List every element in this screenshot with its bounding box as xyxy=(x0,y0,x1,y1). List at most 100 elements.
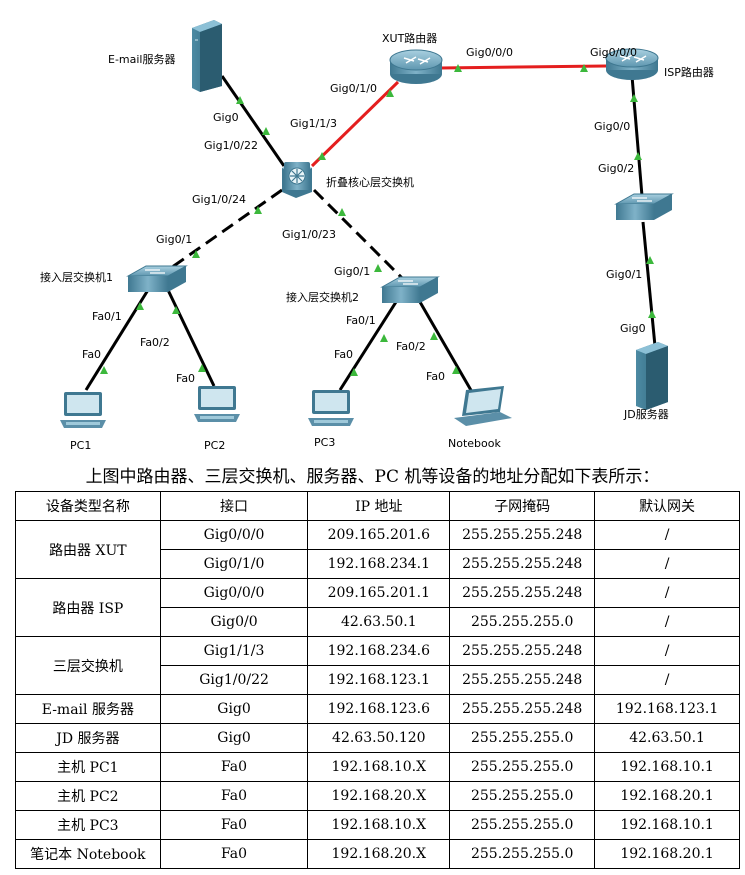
interface-cell: Gig0 xyxy=(159,723,309,753)
link-up-icon xyxy=(136,302,144,310)
interface-cell: Fa0 xyxy=(159,839,309,869)
gateway-cell: / xyxy=(594,665,740,695)
link-ispswitch-jd xyxy=(641,221,657,347)
port-label: Gig0/1 xyxy=(334,265,370,278)
mask-cell: 255.255.255.248 xyxy=(449,520,596,550)
interface-cell: Gig1/1/3 xyxy=(159,636,309,666)
mask-cell: 255.255.255.248 xyxy=(449,549,596,579)
email-server-label: E-mail服务器 xyxy=(108,53,176,66)
core-switch-icon[interactable] xyxy=(282,162,312,198)
port-labels: Gig0/0/0 Gig0/0/0 Gig0/1/0 Gig1/1/3 Gig0… xyxy=(82,46,646,385)
device-cell: 路由器 ISP xyxy=(15,578,161,637)
isp-router-icon[interactable] xyxy=(605,48,659,80)
header-device-type: 设备类型名称 xyxy=(15,491,161,521)
link-isp-ispswitch xyxy=(630,75,644,197)
gateway-cell: 192.168.123.1 xyxy=(594,694,740,724)
xut-router-label: XUT路由器 xyxy=(382,31,437,45)
port-label: Fa0 xyxy=(82,348,101,361)
mask-cell: 255.255.255.0 xyxy=(449,607,596,637)
gateway-cell: / xyxy=(594,549,740,579)
isp-router-label: ISP路由器 xyxy=(664,65,714,79)
access-switch-2-label: 接入层交换机2 xyxy=(286,290,359,304)
port-label: Fa0/2 xyxy=(140,336,170,349)
port-label: Fa0/1 xyxy=(346,314,376,327)
link-up-icon xyxy=(452,366,460,374)
link-up-icon xyxy=(236,96,244,104)
port-label: Gig0/2 xyxy=(598,162,634,175)
link-up-icon xyxy=(374,264,382,272)
gateway-cell: 192.168.10.1 xyxy=(594,752,740,782)
interface-cell: Fa0 xyxy=(159,781,309,811)
port-label: Gig0 xyxy=(620,322,646,335)
interface-cell: Fa0 xyxy=(159,752,309,782)
core-switch-label: 折叠核心层交换机 xyxy=(326,175,414,189)
jd-server-icon[interactable] xyxy=(636,342,668,410)
pc1-label: PC1 xyxy=(70,439,91,452)
link-up-icon xyxy=(198,364,206,372)
table-row: Gig0/0 42.63.50.1 255.255.255.0 / xyxy=(16,607,740,637)
access-switch-2-icon[interactable] xyxy=(380,276,440,303)
pc3-label: PC3 xyxy=(314,436,335,449)
device-cell: 三层交换机 xyxy=(15,636,161,695)
mask-cell: 255.255.255.0 xyxy=(449,723,596,753)
ip-cell: 192.168.10.X xyxy=(307,752,451,782)
port-label: Gig0 xyxy=(213,111,239,124)
table-row: 三层交换机 Gig1/1/3 192.168.234.6 255.255.255… xyxy=(15,636,740,695)
gateway-cell: 192.168.20.1 xyxy=(594,839,740,869)
table-header-row: 设备类型名称 接口 IP 地址 子网掩码 默认网关 xyxy=(15,491,740,521)
link-up-icon xyxy=(630,94,638,102)
link-up-icon xyxy=(100,366,108,374)
port-label: Fa0 xyxy=(176,372,195,385)
ip-cell: 42.63.50.1 xyxy=(307,607,451,637)
table-row: 主机 PC3 Fa0 192.168.10.X 255.255.255.0 19… xyxy=(15,810,740,840)
device-cell: 主机 PC1 xyxy=(15,752,161,782)
table-row: JD 服务器 Gig0 42.63.50.120 255.255.255.0 4… xyxy=(15,723,740,753)
gateway-cell: / xyxy=(594,520,740,550)
link-up-icon xyxy=(254,206,262,214)
table-row: Gig0/1/0 192.168.234.1 255.255.255.248 / xyxy=(16,549,740,579)
ip-cell: 192.168.20.X xyxy=(307,781,451,811)
interface-cell: Gig0/0/0 xyxy=(159,578,309,608)
link-sw2-pc3 xyxy=(338,301,398,391)
port-label: Gig0/0 xyxy=(594,120,630,133)
link-core-sw2 xyxy=(312,188,408,284)
link-up-icon xyxy=(648,310,656,318)
ip-cell: 192.168.234.6 xyxy=(307,636,451,666)
port-label: Fa0 xyxy=(334,348,353,361)
port-label: Gig0/1 xyxy=(156,233,192,246)
link-sw1-pc2 xyxy=(166,289,216,387)
port-label: Gig0/1 xyxy=(606,268,642,281)
port-label: Gig1/0/22 xyxy=(204,139,258,152)
mask-cell: 255.255.255.0 xyxy=(449,810,596,840)
port-label: Gig0/0/0 xyxy=(590,46,637,59)
email-server-icon[interactable] xyxy=(192,20,222,92)
device-cell: 主机 PC3 xyxy=(15,810,161,840)
pc2-icon[interactable] xyxy=(194,386,240,422)
ip-cell: 192.168.10.X xyxy=(307,810,451,840)
device-cell: 路由器 XUT xyxy=(15,520,161,579)
port-label: Gig0/1/0 xyxy=(330,82,377,95)
isp-switch-icon[interactable] xyxy=(614,193,674,220)
link-xut-isp xyxy=(439,64,607,70)
access-switch-1-icon[interactable] xyxy=(126,265,188,292)
link-up-icon xyxy=(318,152,326,160)
pc3-icon[interactable] xyxy=(308,390,354,426)
link-core-sw1 xyxy=(167,188,283,272)
xut-router-icon[interactable] xyxy=(389,49,443,84)
header-default-gateway: 默认网关 xyxy=(594,491,740,521)
notebook-icon[interactable] xyxy=(454,386,512,426)
table-caption: 上图中路由器、三层交换机、服务器、PC 机等设备的地址分配如下表所示： xyxy=(85,467,660,487)
gateway-cell: 192.168.20.1 xyxy=(594,781,740,811)
access-switch-1-label: 接入层交换机1 xyxy=(40,270,113,284)
link-status-indicators xyxy=(100,64,656,376)
link-up-icon xyxy=(172,306,180,314)
ip-cell: 209.165.201.6 xyxy=(307,520,451,550)
pc1-icon[interactable] xyxy=(60,392,106,428)
link-xut-core xyxy=(310,80,400,168)
link-up-icon xyxy=(262,127,270,135)
link-up-icon xyxy=(338,208,346,216)
address-allocation-table: 设备类型名称 接口 IP 地址 子网掩码 默认网关 路由器 XUT Gig0/0… xyxy=(15,491,740,869)
mask-cell: 255.255.255.248 xyxy=(449,578,596,608)
interface-cell: Gig0/0 xyxy=(159,607,309,637)
link-up-icon xyxy=(380,334,388,342)
